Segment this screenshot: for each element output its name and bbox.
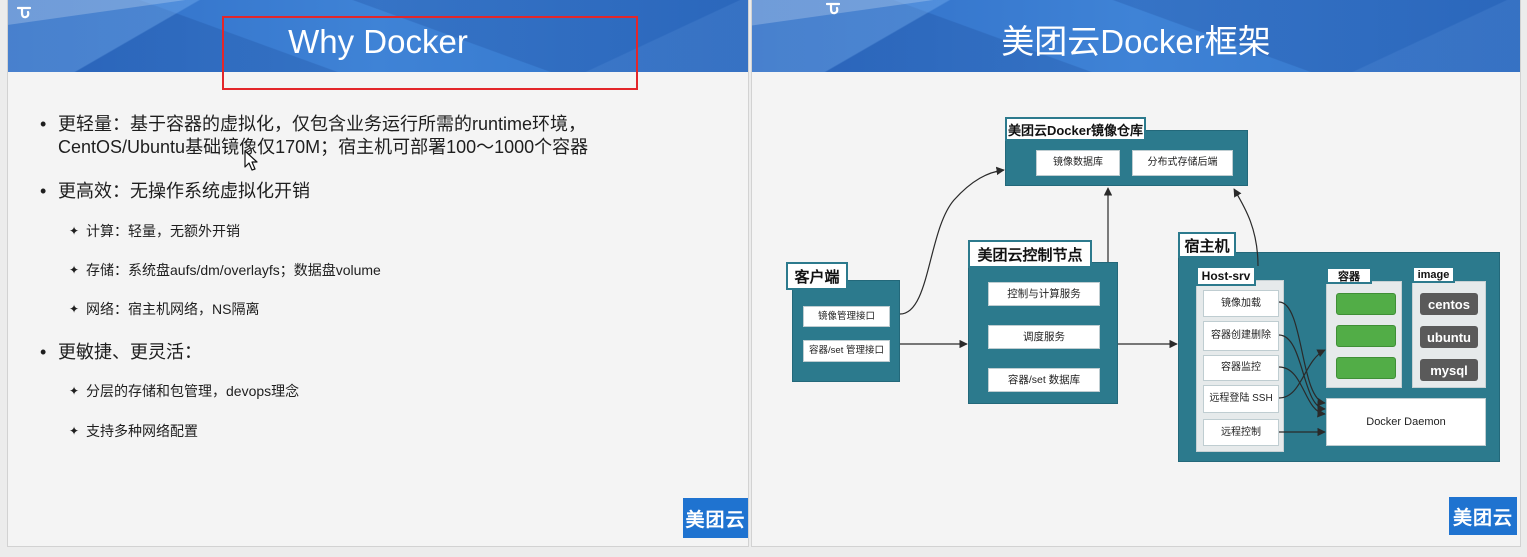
bullet-marker: • bbox=[40, 181, 47, 201]
client-label: 客户端 bbox=[786, 262, 848, 290]
sub-bullet-text: 网络：宿主机网络，NS隔离 bbox=[86, 301, 260, 317]
remote-ssh-box: 远程登陆 SSH bbox=[1203, 385, 1279, 413]
slide-header: Why Docker bbox=[8, 0, 748, 72]
container-panel-label: 容器 bbox=[1326, 267, 1372, 284]
bullet-text: 更轻量：基于容器的虚拟化，仅包含业务运行所需的runtime环境， bbox=[58, 114, 587, 134]
image-management-api-box: 镜像管理接口 bbox=[803, 306, 890, 327]
bullet-text: 更敏捷、更灵活： bbox=[58, 342, 202, 362]
bullet-agile: • 更敏捷、更灵活： bbox=[8, 341, 748, 363]
bullet-marker: • bbox=[40, 342, 47, 362]
registry-label: 美团云Docker镜像仓库 bbox=[1005, 117, 1146, 141]
sub-bullet-network-config: ✦ 支持多种网络配置 bbox=[8, 422, 748, 440]
slide-why-docker: Why Docker • 更轻量：基于容器的虚拟化，仅包含业务运行所需的runt… bbox=[8, 0, 748, 546]
docker-daemon-box: Docker Daemon bbox=[1326, 398, 1486, 446]
client-box bbox=[792, 280, 900, 382]
container-monitor-box: 容器监控 bbox=[1203, 355, 1279, 381]
container-create-delete-box: 容器创建删除 bbox=[1203, 321, 1279, 351]
distributed-storage-box: 分布式存储后端 bbox=[1132, 150, 1233, 176]
container-instance-block bbox=[1336, 325, 1396, 347]
container-panel bbox=[1326, 281, 1402, 388]
sub-bullet-marker: ✦ bbox=[69, 384, 80, 398]
slide-header: 美团云Docker框架 bbox=[752, 0, 1520, 72]
scheduler-service-box: 调度服务 bbox=[988, 325, 1100, 349]
container-instance-block bbox=[1336, 357, 1396, 379]
corner-logo-icon bbox=[17, 6, 31, 19]
bullet-marker: • bbox=[40, 114, 47, 134]
mouse-cursor-icon bbox=[244, 150, 258, 171]
sub-bullet-layered-storage: ✦ 分层的存储和包管理，devops理念 bbox=[8, 382, 748, 400]
bullet-lightweight: • 更轻量：基于容器的虚拟化，仅包含业务运行所需的runtime环境， bbox=[8, 113, 748, 135]
image-ubuntu: ubuntu bbox=[1420, 326, 1478, 348]
image-panel: centos ubuntu mysql bbox=[1412, 281, 1486, 388]
host-srv-label: Host-srv bbox=[1196, 266, 1256, 286]
bullet-text: CentOS/Ubuntu基础镜像仅170M；宿主机可部署100～1000个容器 bbox=[58, 137, 589, 157]
container-instance-block bbox=[1336, 293, 1396, 315]
brand-logo: 美团云 bbox=[683, 498, 748, 538]
remote-control-box: 远程控制 bbox=[1203, 419, 1279, 446]
image-centos: centos bbox=[1420, 293, 1478, 315]
container-database-box: 容器/set 数据库 bbox=[988, 368, 1100, 392]
bullet-efficient: • 更高效：无操作系统虚拟化开销 bbox=[8, 180, 748, 202]
image-mysql: mysql bbox=[1420, 359, 1478, 381]
image-database-box: 镜像数据库 bbox=[1036, 150, 1120, 176]
sub-bullet-network: ✦ 网络：宿主机网络，NS隔离 bbox=[8, 300, 748, 318]
image-loading-box: 镜像加载 bbox=[1203, 290, 1279, 317]
sub-bullet-compute: ✦ 计算：轻量，无额外开销 bbox=[8, 222, 748, 240]
sub-bullet-marker: ✦ bbox=[69, 263, 80, 277]
red-highlight-box bbox=[222, 16, 638, 90]
brand-logo: 美团云 bbox=[1449, 497, 1517, 535]
sub-bullet-text: 存储：系统盘aufs/dm/overlayfs；数据盘volume bbox=[86, 262, 381, 278]
sub-bullet-storage: ✦ 存储：系统盘aufs/dm/overlayfs；数据盘volume bbox=[8, 261, 748, 279]
slide-title: Why Docker bbox=[288, 23, 468, 60]
sub-bullet-text: 支持多种网络配置 bbox=[86, 423, 198, 439]
sub-bullet-marker: ✦ bbox=[69, 424, 80, 438]
control-compute-service-box: 控制与计算服务 bbox=[988, 282, 1100, 306]
control-node-label: 美团云控制节点 bbox=[968, 240, 1092, 268]
slide-title: 美团云Docker框架 bbox=[1001, 23, 1271, 60]
sub-bullet-text: 分层的存储和包管理，devops理念 bbox=[86, 383, 300, 399]
bullet-lightweight-continued: CentOS/Ubuntu基础镜像仅170M；宿主机可部署100～1000个容器 bbox=[8, 136, 748, 158]
sub-bullet-marker: ✦ bbox=[69, 224, 80, 238]
corner-logo-icon bbox=[826, 2, 840, 15]
bullet-text: 更高效：无操作系统虚拟化开销 bbox=[58, 181, 310, 201]
host-srv-panel: 镜像加载 容器创建删除 容器监控 远程登陆 SSH 远程控制 bbox=[1196, 280, 1284, 452]
host-label: 宿主机 bbox=[1178, 232, 1236, 258]
sub-bullet-text: 计算：轻量，无额外开销 bbox=[86, 223, 240, 239]
slide-docker-framework: 美团云Docker框架 美团云Docker镜像仓库 镜像数据库 分布式存储后端 … bbox=[752, 0, 1520, 546]
sub-bullet-marker: ✦ bbox=[69, 302, 80, 316]
image-panel-label: image bbox=[1412, 266, 1455, 283]
container-management-api-box: 容器/set 管理接口 bbox=[803, 340, 890, 362]
